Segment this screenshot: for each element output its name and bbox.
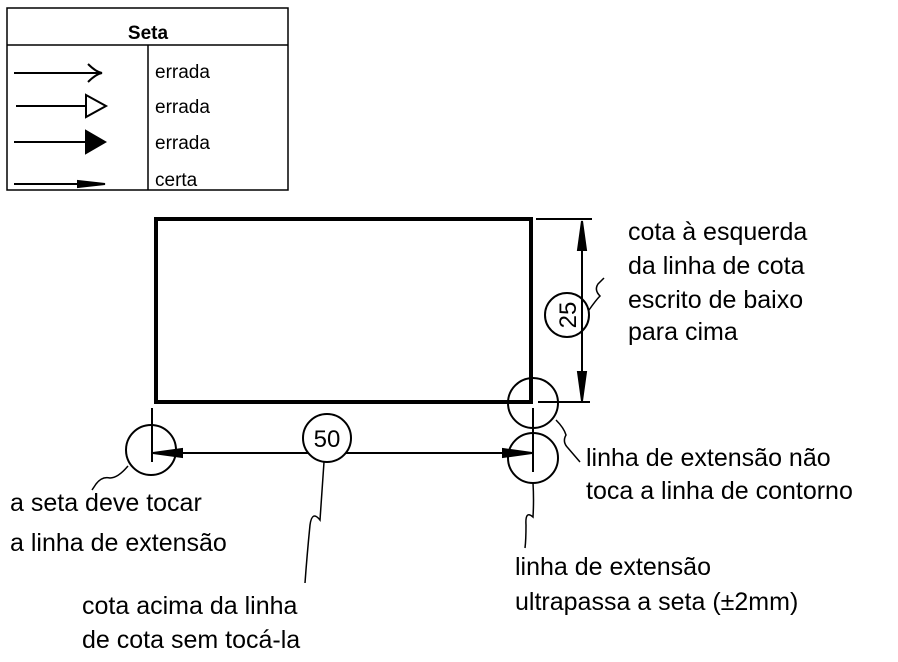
note-right-top: cota à esquerda (628, 218, 807, 246)
note-right-mid: toca a linha de contorno (586, 477, 853, 505)
horizontal-dimension (91, 377, 581, 584)
note-bottom-middle: de cota sem tocá-la (82, 626, 300, 654)
filled-triangle-arrow-icon (14, 129, 107, 155)
table-row-label: certa (155, 170, 198, 191)
note-bottom-right: ultrapassa a seta (±2mm) (515, 588, 798, 616)
note-bottom-middle: cota acima da linha (82, 592, 298, 620)
note-right-top: escrito de baixo (628, 286, 803, 314)
slender-filled-arrow-icon (14, 179, 106, 189)
note-right-top: da linha de cota (628, 252, 805, 280)
part-outline (154, 217, 533, 404)
dimension-value-25: 25 (555, 302, 582, 329)
vertical-dimension (536, 218, 605, 403)
arrow-table (6, 7, 289, 191)
table-row-label: errada (155, 133, 210, 154)
note-right-mid: linha de extensão não (586, 444, 831, 472)
table-row-label: errada (155, 62, 210, 83)
note-bottom-right: linha de extensão (515, 553, 711, 581)
dimension-value-50: 50 (314, 426, 341, 453)
note-left: a seta deve tocar (10, 489, 202, 517)
note-left: a linha de extensão (10, 529, 227, 557)
table-header: Seta (128, 23, 169, 44)
note-right-top: para cima (628, 318, 738, 346)
table-row-label: errada (155, 97, 210, 118)
hollow-triangle-arrow-icon (16, 93, 109, 119)
open-arrow-icon (14, 63, 103, 83)
